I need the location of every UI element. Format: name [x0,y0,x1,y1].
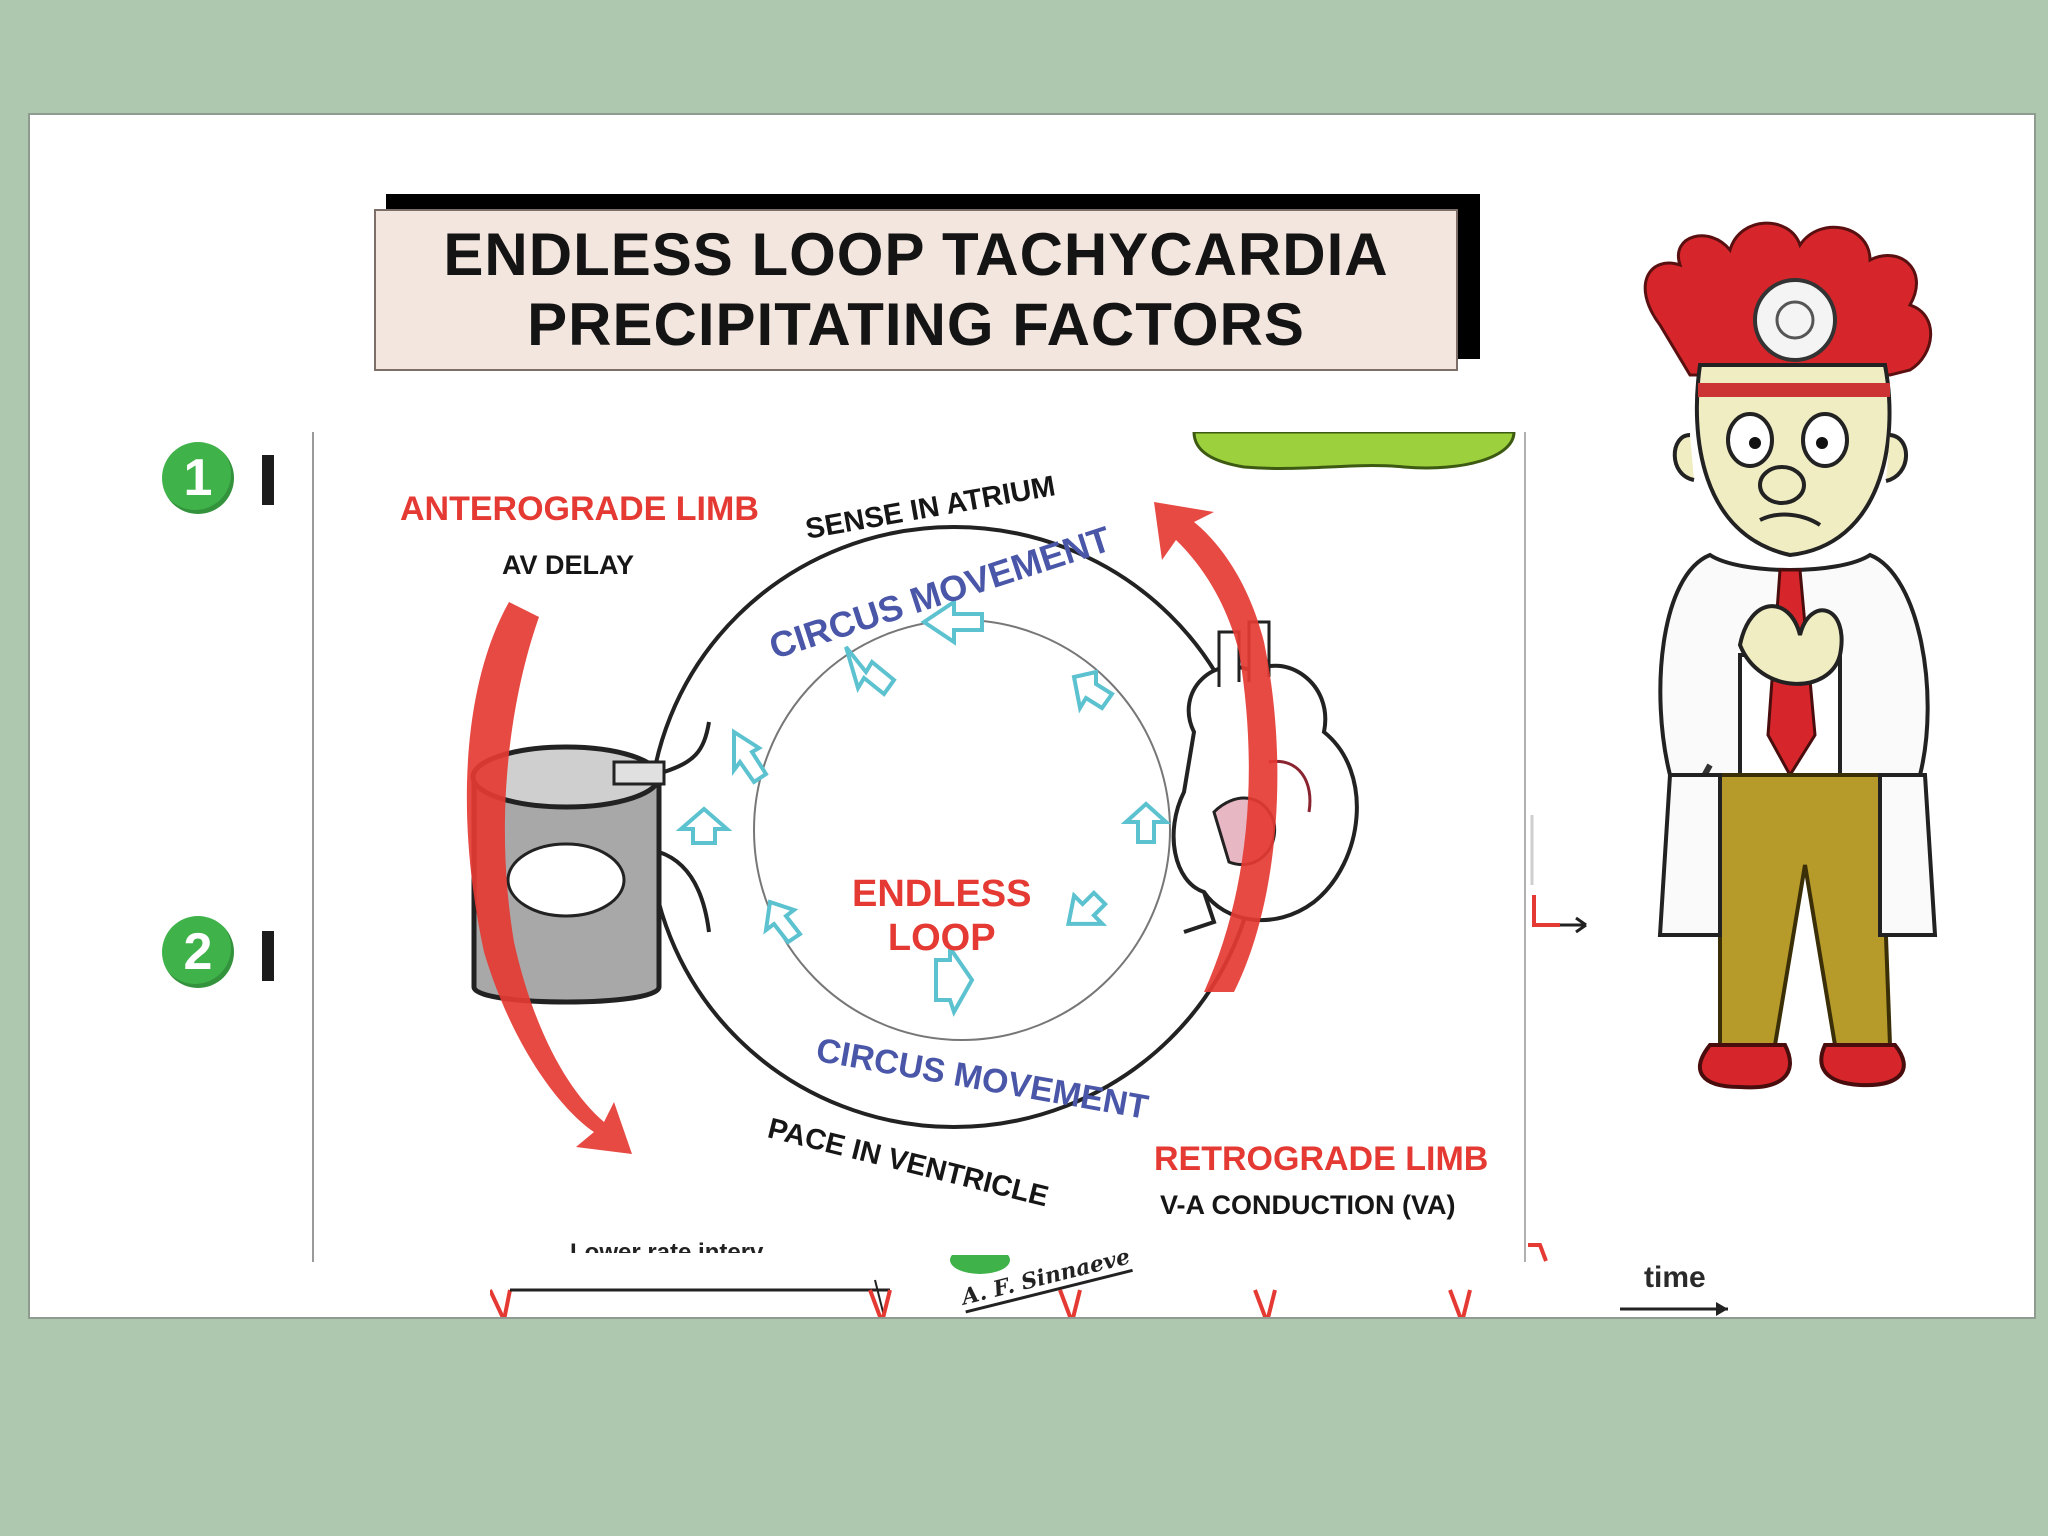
doctor-character-illustration [1643,221,1938,1090]
number-badge-2: 2 [162,916,234,988]
anterograde-limb-label: ANTEROGRADE LIMB [400,490,759,528]
retrograde-limb-label: RETROGRADE LIMB [1154,1140,1489,1178]
time-axis-label: time [1644,1261,1706,1294]
endless-loop-center-label: ENDLESS LOOP [852,872,1031,960]
pacemaker-label: PM [532,862,589,904]
loop-label: LOOP [887,917,996,959]
slide: ENDLESS LOOP TACHYCARDIA PRECIPITATING F… [28,113,2036,1319]
background-ecg-fragment [1528,815,1587,1262]
endless-label: ENDLESS [852,873,1032,915]
retrograde-arrow [1154,502,1278,992]
number-badge-1: 1 [162,442,234,514]
title-line-1: ENDLESS LOOP TACHYCARDIA [443,221,1389,288]
background-illustration-fragment [1192,432,1516,470]
title-line-2: PRECIPITATING FACTORS [527,291,1305,358]
anterograde-arrow [466,602,632,1154]
av-delay-label: AV DELAY [502,550,635,580]
background-ecg-strip [490,1255,1472,1317]
time-axis-arrow [1620,1302,1728,1316]
diagram-graphics [466,432,1516,1154]
endless-loop-diagram: ANTEROGRADE LIMB AV DELAY SENSE IN ATRIU… [312,432,1526,1314]
title-box: ENDLESS LOOP TACHYCARDIA PRECIPITATING F… [374,209,1458,371]
hidden-text-fragment-1 [262,455,274,505]
hidden-text-fragment-2 [262,931,274,981]
pacemaker-device [470,744,666,1005]
va-conduction-label: V-A CONDUCTION (VA) [1160,1190,1456,1220]
circus-arrows [675,598,1172,1017]
lower-rate-interval-label: Lower rate interv. [570,1239,769,1253]
